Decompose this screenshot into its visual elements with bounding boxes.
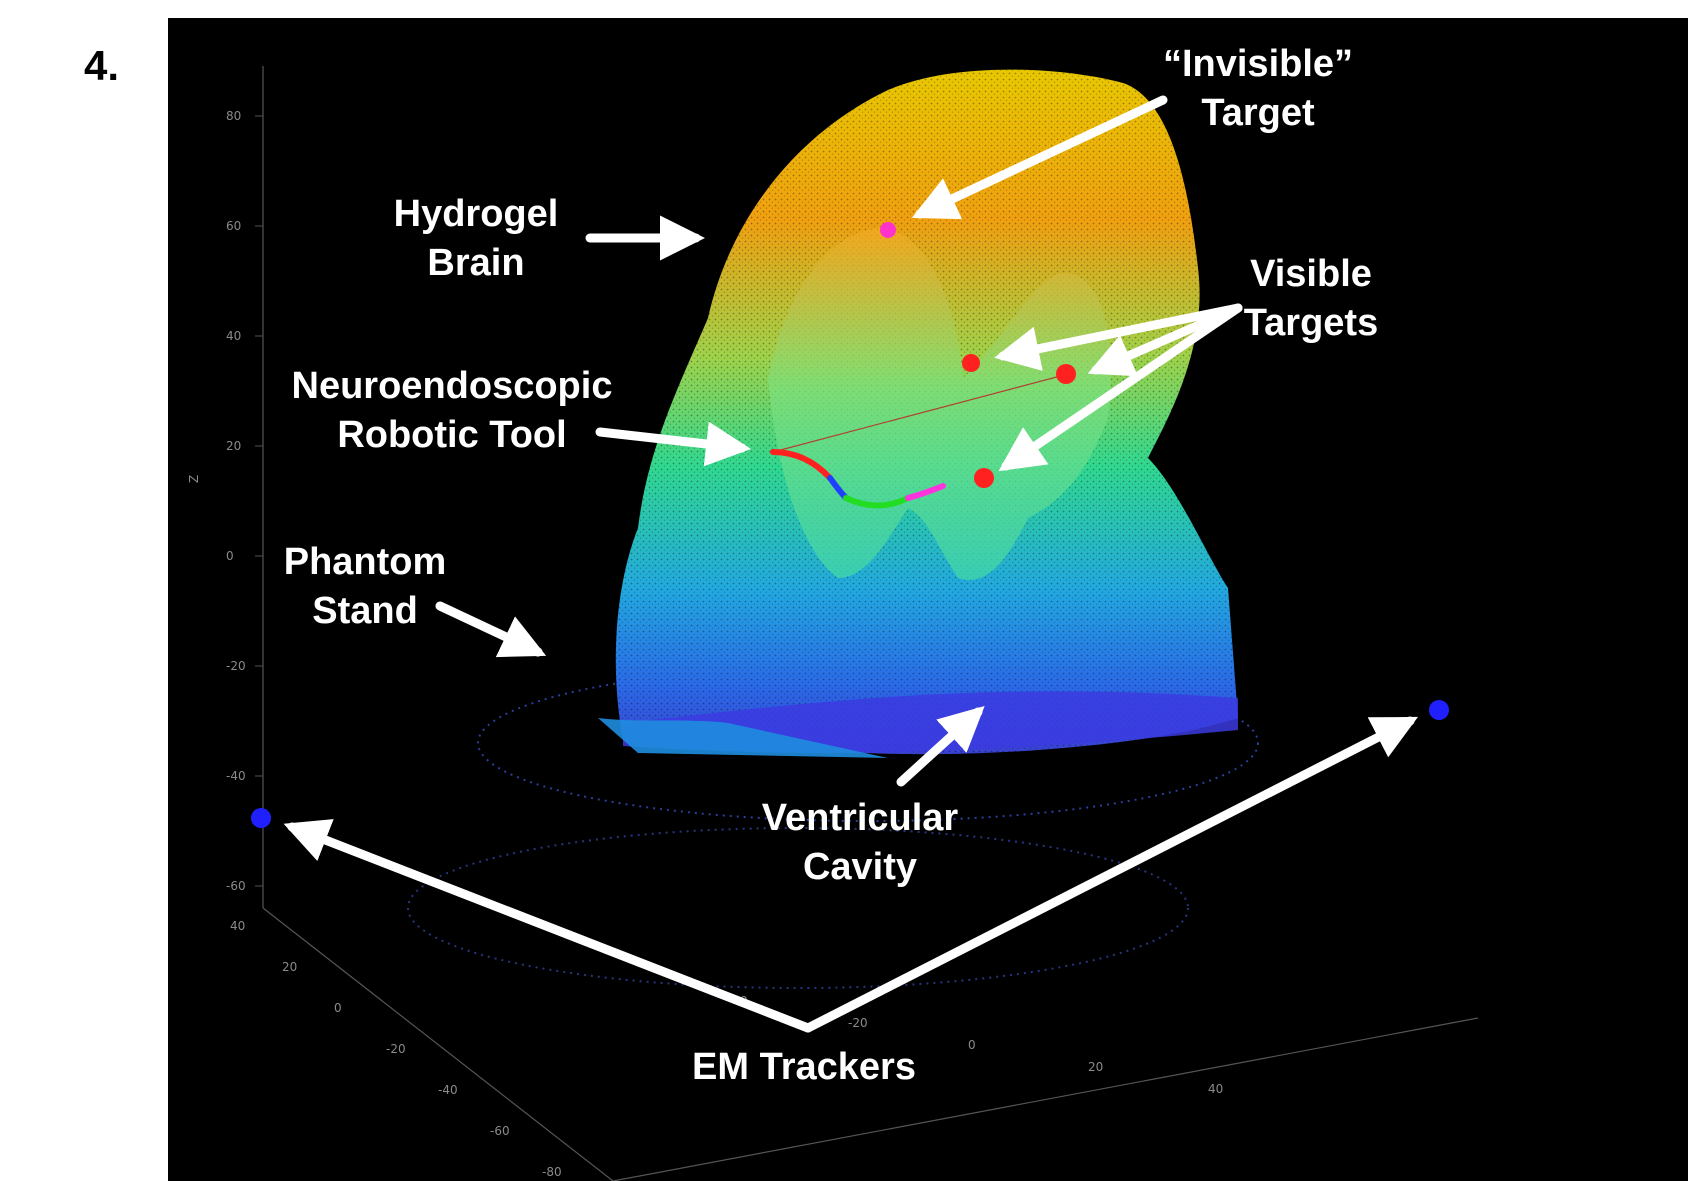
visible-target-marker-1 [962, 354, 980, 372]
label-visible-targets: VisibleTargets [1244, 250, 1378, 349]
z-tick-7: -60 [226, 879, 246, 893]
x-axis-line [263, 908, 613, 1181]
z-tick-3: 20 [226, 439, 241, 453]
z-tick-4: 0 [226, 549, 234, 563]
visible-target-marker-3 [974, 468, 994, 488]
arrow-phantom-stand [440, 606, 538, 652]
y-tick-1: 20 [1088, 1060, 1103, 1074]
x-tick-labels: 40 20 0 -20 -40 -60 -80 [230, 919, 562, 1179]
x-tick-5: -60 [490, 1124, 510, 1138]
z-tick-6: -40 [226, 769, 246, 783]
figure-number: 4. [84, 42, 119, 90]
em-tracker-marker-right [1429, 700, 1449, 720]
y-tick-3: -20 [848, 1016, 868, 1030]
em-tracker-marker-left [251, 808, 271, 828]
label-invisible-target: “Invisible”Target [1163, 40, 1353, 139]
y-tick-2: 0 [968, 1038, 976, 1052]
x-tick-6: -80 [542, 1165, 562, 1179]
x-tick-1: 20 [282, 960, 297, 974]
label-em-trackers: EM Trackers [692, 1043, 916, 1092]
z-tick-5: -20 [226, 659, 246, 673]
point-cloud-plot: 80 60 40 20 0 -20 -40 -60 Z 40 20 0 -20 -40 -60 -80 4… [168, 18, 1688, 1181]
arrow-em-tracker-left [292, 827, 808, 1028]
label-ventricular-cavity: VentricularCavity [762, 794, 958, 893]
z-tick-labels: 80 60 40 20 0 -20 -40 -60 [226, 109, 246, 893]
label-hydrogel-brain: HydrogelBrain [394, 190, 559, 289]
x-tick-2: 0 [334, 1001, 342, 1015]
x-tick-0: 40 [230, 919, 245, 933]
z-axis-label: Z [187, 475, 201, 483]
label-phantom-stand: PhantomStand [284, 538, 447, 637]
label-robotic-tool: NeuroendoscopicRobotic Tool [292, 362, 613, 461]
x-tick-3: -20 [386, 1042, 406, 1056]
z-tick-2: 40 [226, 329, 241, 343]
y-tick-0: 40 [1208, 1082, 1223, 1096]
visible-target-marker-2 [1056, 364, 1076, 384]
invisible-target-marker [880, 222, 896, 238]
z-tick-marks [255, 116, 263, 886]
z-tick-1: 60 [226, 219, 241, 233]
x-tick-4: -40 [438, 1083, 458, 1097]
z-tick-0: 80 [226, 109, 241, 123]
